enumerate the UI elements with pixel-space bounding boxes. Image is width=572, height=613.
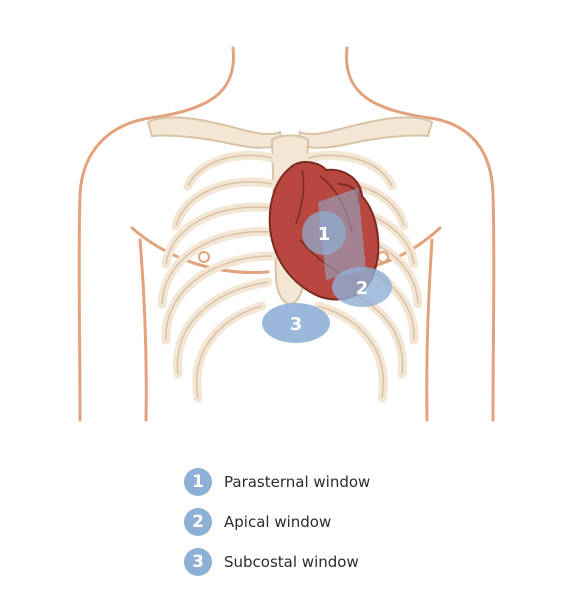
nipple-left <box>198 251 210 263</box>
legend: 1 Parasternal window 2 Apical window 3 S… <box>184 462 484 582</box>
window-3-number: 3 <box>290 314 303 335</box>
window-1-marker: 1 <box>302 188 366 280</box>
legend-label-parasternal: Parasternal window <box>224 473 371 491</box>
legend-badge-3: 3 <box>184 548 212 576</box>
legend-item-subcostal: 3 Subcostal window <box>184 542 484 582</box>
legend-badge-1: 1 <box>184 468 212 496</box>
legend-badge-2: 2 <box>184 508 212 536</box>
legend-label-subcostal: Subcostal window <box>224 553 359 571</box>
legend-item-parasternal: 1 Parasternal window <box>184 462 484 502</box>
window-2-marker: 2 <box>332 267 392 307</box>
window-2-number: 2 <box>356 278 369 299</box>
legend-label-apical: Apical window <box>224 513 332 531</box>
legend-item-apical: 2 Apical window <box>184 502 484 542</box>
window-1-number: 1 <box>318 224 331 245</box>
ribs-left <box>157 150 277 403</box>
clavicles <box>146 116 434 149</box>
window-3-marker: 3 <box>262 303 330 343</box>
